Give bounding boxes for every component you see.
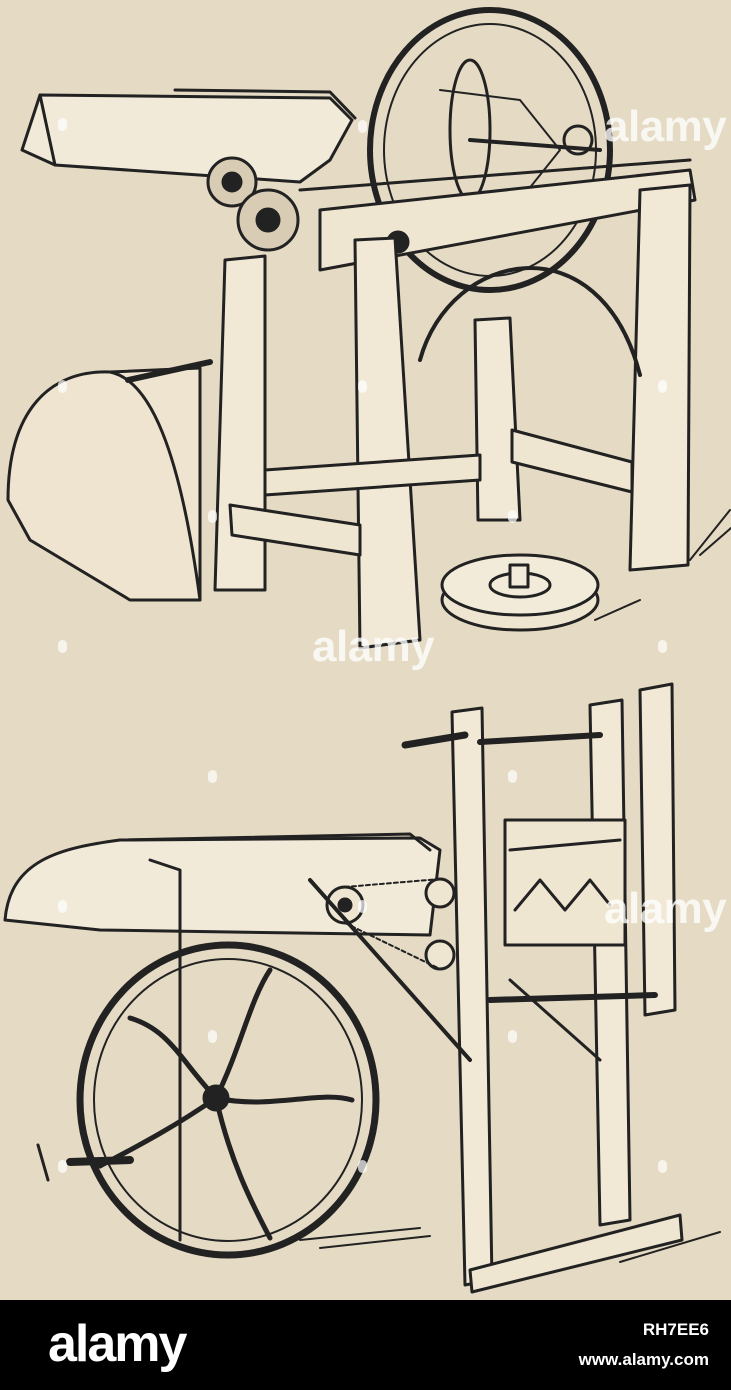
bottom-chaff-cutter	[3, 682, 721, 1294]
watermark-dot	[508, 1030, 517, 1043]
watermark-middle: alamy	[312, 622, 435, 671]
watermark-dot	[358, 380, 367, 393]
footer-bar: alamy RH7EE6 www.alamy.com	[0, 1300, 731, 1390]
watermark-dot	[508, 510, 517, 523]
watermark-dot	[208, 770, 217, 783]
engraving-drawing	[3, 7, 731, 1294]
watermark-dot	[58, 118, 67, 131]
engraving-illustration: alamy alamy alamy	[0, 0, 731, 1300]
watermark-dot	[658, 380, 667, 393]
watermark-dot	[58, 380, 67, 393]
watermark-dot	[358, 900, 367, 913]
watermark-dot	[358, 1160, 367, 1173]
top-chaff-cutter	[6, 7, 731, 650]
watermark-bottom-right: alamy	[604, 884, 727, 933]
watermark-dot	[208, 1030, 217, 1043]
watermark-top-right: alamy	[604, 102, 727, 151]
watermark-dot	[358, 120, 367, 133]
brand-logo[interactable]: alamy	[48, 1315, 187, 1373]
watermark-dot	[658, 1160, 667, 1173]
watermark-dot	[58, 1160, 67, 1173]
watermark-dot	[658, 640, 667, 653]
site-url-link[interactable]: www.alamy.com	[578, 1350, 709, 1369]
watermark-dot	[208, 510, 217, 523]
watermark-dot	[58, 900, 67, 913]
watermark-dot	[508, 770, 517, 783]
image-id-label: RH7EE6	[642, 1320, 709, 1339]
watermark-dot	[58, 640, 67, 653]
